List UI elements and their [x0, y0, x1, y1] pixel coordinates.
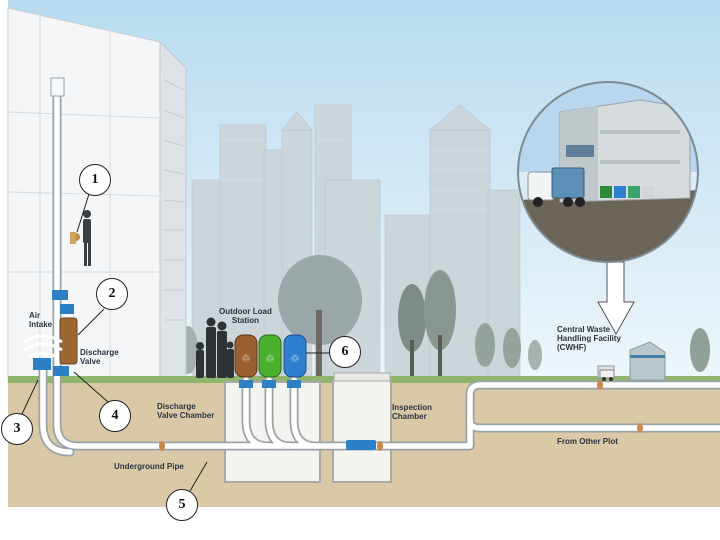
callout-6: 6 [329, 336, 361, 368]
pipe-network [38, 93, 720, 457]
discharge-valve-chamber-label: Discharge Valve Chamber [157, 402, 215, 420]
callout-3: 3 [1, 413, 33, 445]
callout-5: 5 [166, 489, 198, 521]
skyline-windows [222, 119, 488, 211]
air-intake [23, 334, 63, 370]
callout-2: 2 [96, 278, 128, 310]
cwhf-label: Central Waste Handling Facility (CWHF) [557, 325, 622, 352]
inspection-valve [346, 440, 376, 450]
svg-text:♲: ♲ [242, 354, 251, 365]
chute-top [50, 77, 65, 97]
inspection-chamber-label: Inspection Chamber [392, 403, 433, 421]
inspection-chamber-box [332, 379, 392, 483]
callout-1: 1 [79, 164, 111, 196]
inspection-chamber-lid [333, 372, 391, 382]
cwhf-zoom-bubble [517, 81, 699, 263]
from-other-plot-label: From Other Plot [557, 437, 618, 446]
trees [178, 255, 710, 378]
underground-pipe-label: Underground Pipe [114, 462, 184, 471]
air-intake-label: Air Intake [29, 311, 53, 329]
load-station-bins: ♲ ♲ ♲ [234, 334, 307, 388]
cwhf-pointer-arrow [597, 261, 635, 336]
svg-text:♲: ♲ [291, 354, 300, 365]
discharge-valve-label: Discharge Valve [80, 348, 119, 366]
callout-4: 4 [99, 400, 131, 432]
pipe-markers [159, 380, 643, 451]
callout-leaders [21, 193, 330, 492]
discharge-valve-assembly [52, 290, 78, 376]
svg-text:♲: ♲ [266, 354, 275, 365]
chute-inlet [70, 232, 76, 244]
outdoor-load-station-label: Outdoor Load Station [219, 307, 272, 325]
people-silhouettes [196, 317, 234, 378]
waste-truck-small [599, 369, 615, 381]
